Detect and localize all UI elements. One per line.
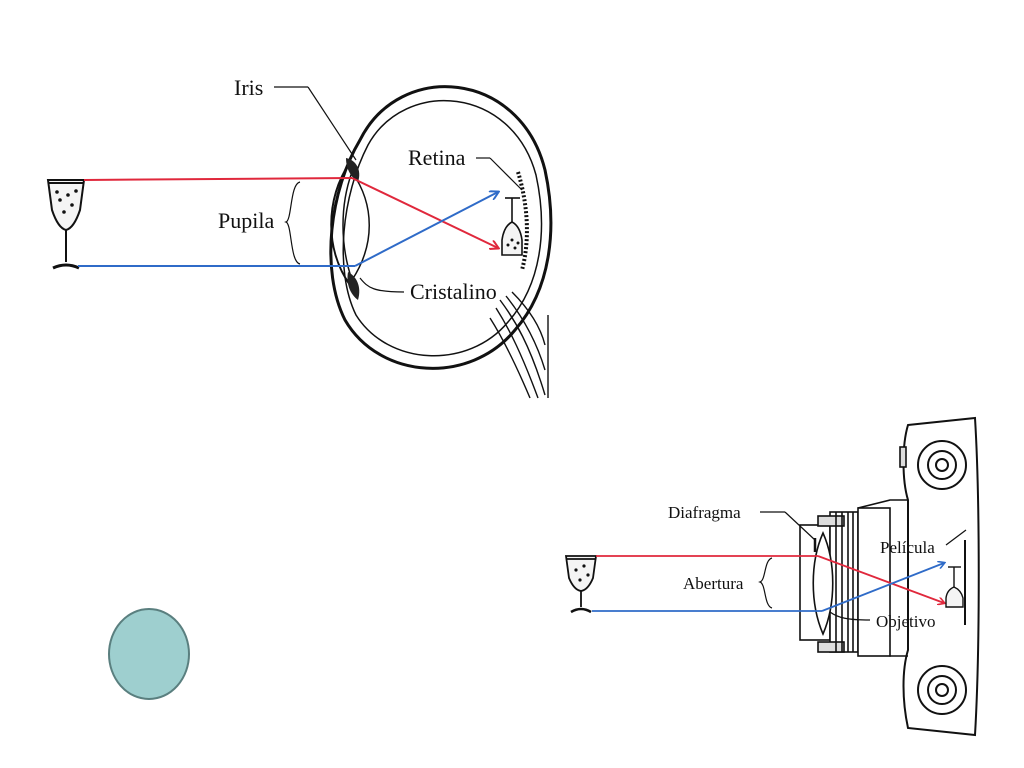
- retina-layer: [516, 171, 529, 271]
- eye-ray-red-refracted: [351, 177, 498, 248]
- eye-ray-blue-refracted: [354, 192, 498, 267]
- retina-pointer-line: [489, 157, 523, 191]
- cornea: [330, 161, 351, 286]
- eye-ray-red-incident: [83, 177, 353, 181]
- cristalino-leader-line: [359, 277, 405, 293]
- iris-pointer-line: [307, 86, 357, 161]
- objetivo-label: Objetivo: [876, 612, 936, 631]
- camera-wine-glass-object-icon: [564, 555, 598, 614]
- film-spool-top: [917, 440, 967, 490]
- film-spool-bottom: [917, 665, 967, 715]
- diafragma-label: Diafragma: [668, 503, 741, 522]
- pupil-brace: [284, 181, 301, 265]
- abertura-label: Abertura: [683, 574, 744, 593]
- lens-cristalino: [342, 170, 370, 282]
- camera-ray-red-refracted: [817, 555, 944, 603]
- pelicula-leader-line: [945, 529, 967, 546]
- abertura-brace: [758, 557, 773, 609]
- optic-nerve: [489, 291, 549, 399]
- iris-label: Iris: [234, 75, 263, 100]
- pelicula-label: Película: [880, 538, 935, 557]
- camera-body: [902, 416, 980, 737]
- objetivo-leader-line: [829, 611, 871, 621]
- pupil-label: Pupila: [218, 208, 274, 233]
- diafragma-pointer-line: [784, 511, 816, 541]
- retina-label: Retina: [408, 145, 466, 170]
- camera-wine-glass-image-icon: [945, 566, 964, 608]
- wine-glass-object-icon: [46, 179, 86, 270]
- slide-bullet-dot: [108, 608, 190, 700]
- iris-upper: [346, 158, 360, 182]
- camera-diagram: Diafragma Película Abertura Objetivo: [564, 416, 980, 737]
- camera-ray-blue-refracted: [821, 563, 944, 612]
- iris-lower: [347, 272, 360, 300]
- eyeball-outline: [329, 85, 553, 370]
- eyeball-inner-outline: [342, 100, 543, 357]
- cristalino-label: Cristalino: [410, 279, 497, 304]
- eye-diagram: Iris Retina Pupila Cristalino: [46, 75, 553, 399]
- wine-glass-image-icon: [501, 197, 523, 256]
